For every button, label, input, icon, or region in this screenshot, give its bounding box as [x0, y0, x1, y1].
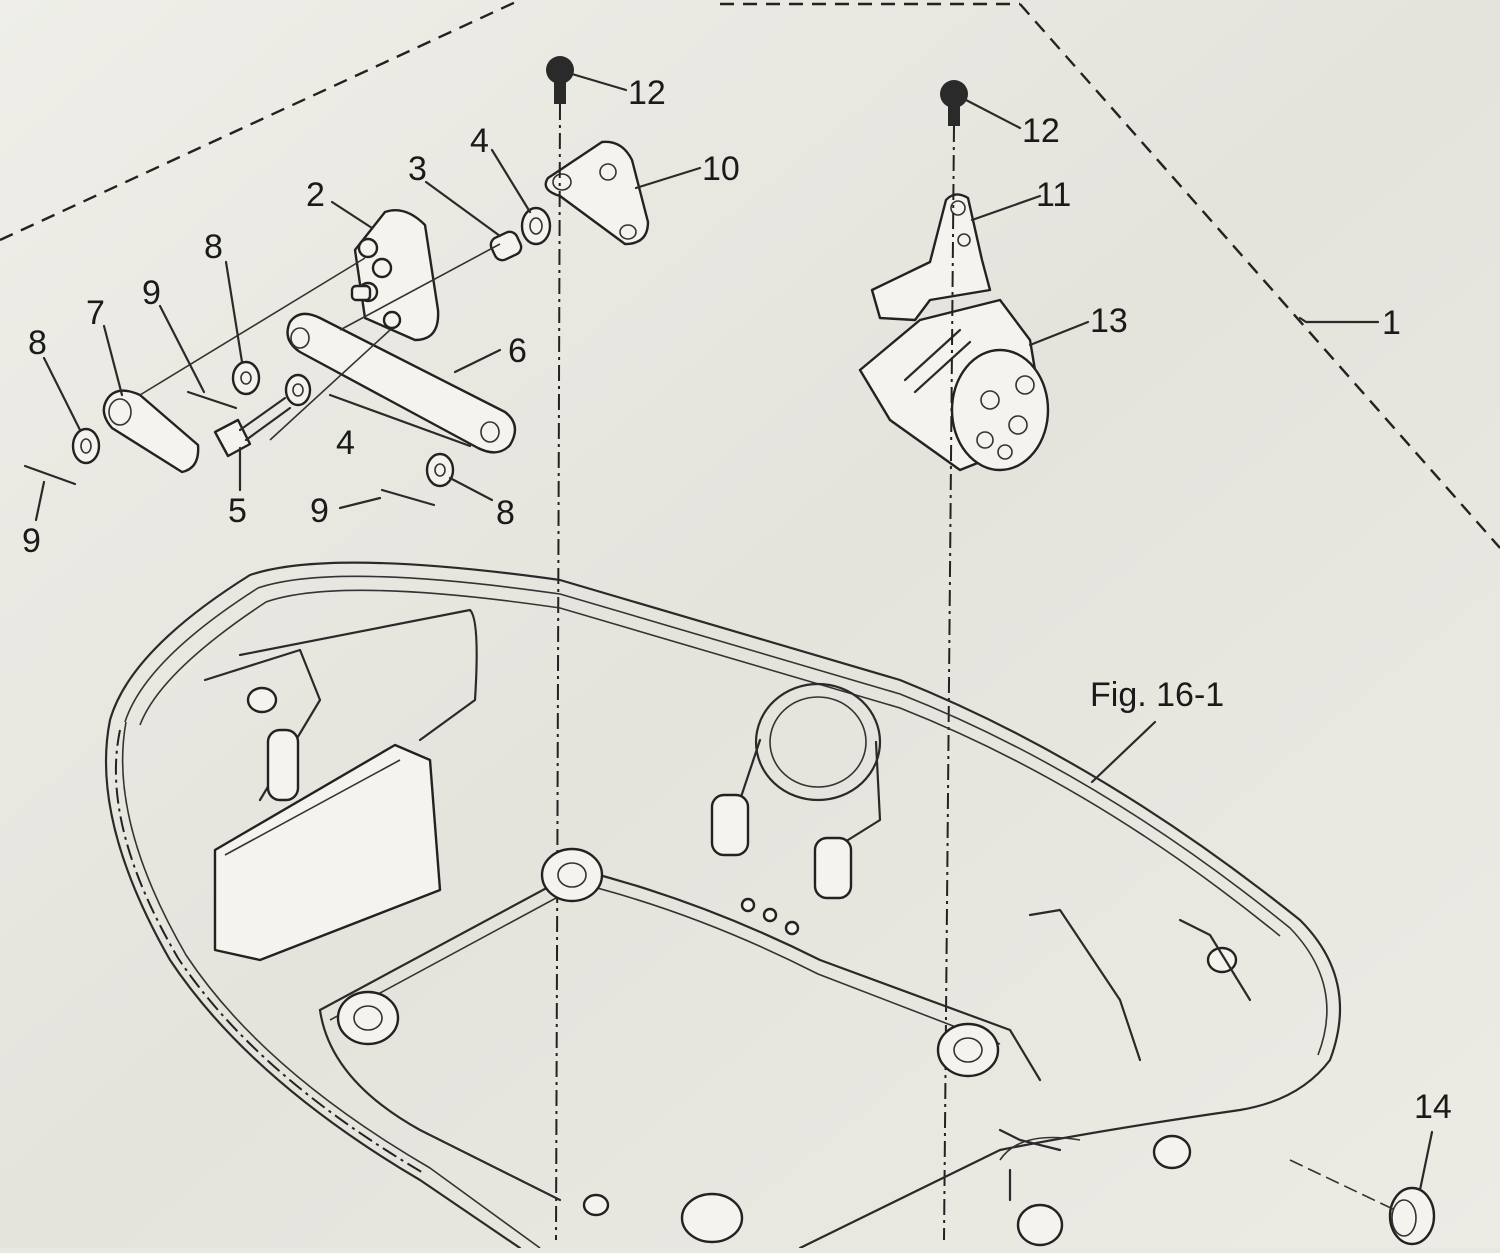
- screw-part-12-left: [546, 56, 574, 104]
- cotter-pin-part-9-low: [380, 488, 436, 507]
- washer-part-8-right: [425, 452, 455, 488]
- callout-13: 13: [1090, 302, 1128, 340]
- washer-part-4-upper: [520, 206, 552, 246]
- lever-arm-part-6: [286, 312, 517, 454]
- callout-9-lower: 9: [310, 492, 329, 530]
- bolt-part-5: [213, 396, 292, 458]
- callout-4-lower: 4: [336, 424, 355, 462]
- assembly-boundary: [0, 0, 1500, 549]
- callout-10: 10: [702, 150, 740, 188]
- washer-part-8-left: [71, 427, 101, 465]
- linkage-assembly: [23, 206, 552, 507]
- callout-5: 5: [228, 492, 247, 530]
- callout-3: 3: [408, 150, 427, 188]
- leader-lines: [34, 72, 1434, 1192]
- cotter-pin-part-9-left: [23, 464, 77, 486]
- bottom-cover: [104, 561, 1342, 1250]
- callout-8-left: 8: [28, 324, 47, 362]
- axis-left: [555, 103, 561, 1241]
- callout-7: 7: [86, 294, 105, 332]
- washer-part-8-mid: [231, 360, 261, 396]
- washer-part-4-lower: [284, 373, 312, 407]
- spacer-part-3: [489, 230, 523, 262]
- callout-12-right: 12: [1022, 112, 1060, 150]
- callout-8-right: 8: [496, 494, 515, 532]
- connector-part-13: [858, 298, 1050, 472]
- rod-end-part-7: [102, 389, 200, 474]
- bracket-part-2: [350, 208, 440, 342]
- callout-11: 11: [1036, 176, 1071, 214]
- callout-14: 14: [1414, 1088, 1452, 1126]
- callout-2: 2: [306, 176, 325, 214]
- screw-part-12-right: [940, 80, 968, 126]
- callout-12-left: 12: [628, 74, 666, 112]
- cotter-pin-part-9-mid: [186, 390, 238, 410]
- plug-part-14: [1289, 1159, 1436, 1246]
- callout-9-left: 9: [22, 522, 41, 560]
- callout-6: 6: [508, 332, 527, 370]
- plate-part-10: [544, 140, 650, 246]
- callout-4-upper: 4: [470, 122, 489, 160]
- callout-labels: 1 2 3 4 4 5 6 7 8 8 8 9 9 9 10 11 12 12 …: [22, 74, 1452, 1126]
- callout-1: 1: [1382, 304, 1401, 342]
- figure-label: Fig. 16-1: [1090, 676, 1224, 714]
- callout-8-mid: 8: [204, 228, 223, 266]
- callout-9-upper: 9: [142, 274, 161, 312]
- bracket-part-11: [870, 193, 992, 322]
